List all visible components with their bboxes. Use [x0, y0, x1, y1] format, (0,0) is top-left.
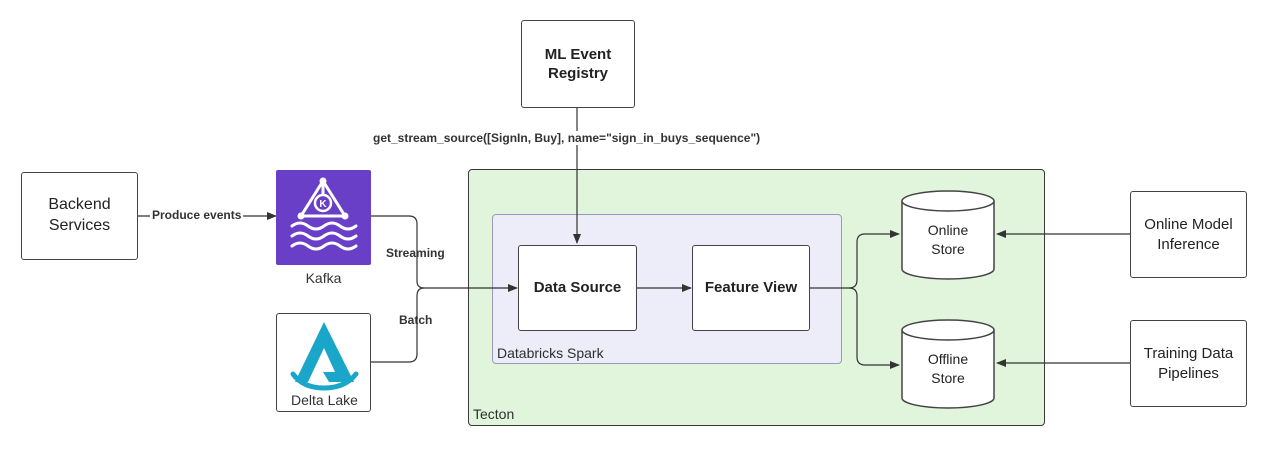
ml-event-registry-node[interactable]: ML Event Registry [521, 20, 635, 108]
edge-streaming [371, 215, 518, 292]
offline-store-label: Offline Store [927, 351, 969, 386]
edge-batch [371, 287, 425, 363]
online-store-node[interactable]: Online Store [900, 189, 996, 281]
delta-lake-logo-icon [277, 314, 372, 418]
training-data-pipelines-node[interactable]: Training Data Pipelines [1130, 320, 1247, 407]
backend-services-node[interactable]: Backend Services [21, 172, 138, 260]
databricks-spark-region-label: Databricks Spark [497, 345, 604, 361]
database-cylinder-icon [901, 319, 995, 409]
edge-feature-view-to-online-store [810, 230, 900, 289]
database-cylinder-icon [901, 190, 995, 280]
online-store-label: Online Store [927, 222, 969, 257]
edge-label-get-stream-source: get_stream_source([SignIn, Buy], name="s… [371, 131, 763, 145]
edge-label-produce-events: Produce events [150, 208, 244, 222]
edge-label-streaming: Streaming [386, 246, 445, 260]
kafka-label: Kafka [305, 270, 342, 286]
offline-store-node[interactable]: Offline Store [900, 318, 996, 410]
kafka-node[interactable]: K [276, 170, 371, 265]
online-model-inference-node[interactable]: Online Model Inference [1130, 191, 1247, 278]
feature-view-node[interactable]: Feature View [692, 245, 810, 331]
edge-feature-view-to-offline-store [848, 287, 900, 369]
data-source-node[interactable]: Data Source [518, 245, 637, 331]
edge-label-batch: Batch [399, 313, 433, 327]
delta-lake-label: Delta Lake [291, 392, 358, 408]
tecton-region-label: Tecton [473, 406, 515, 422]
delta-lake-node[interactable]: Delta Lake [276, 313, 371, 412]
svg-text:K: K [319, 199, 327, 210]
kafka-logo-icon: K [276, 170, 371, 270]
